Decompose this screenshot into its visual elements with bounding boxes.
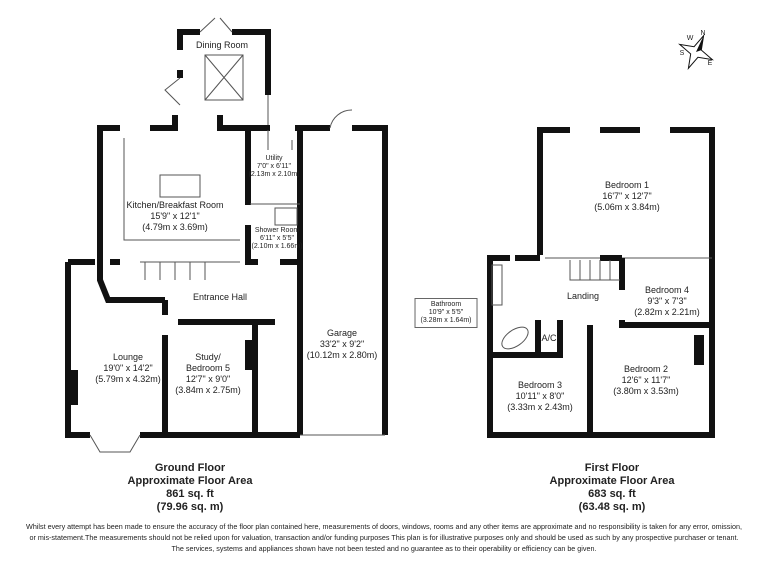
room-name: Bedroom 3 [517, 380, 563, 390]
roof-lantern [204, 54, 244, 101]
compass-e: E [707, 60, 713, 67]
room-kitchen: Kitchen/Breakfast Room 15'9" x 12'1" (4.… [126, 200, 223, 233]
compass-s: S [679, 50, 685, 57]
first-floor-plan [487, 127, 715, 438]
dining-bifold-doors [164, 17, 269, 125]
room-dining: Dining Room [195, 40, 249, 50]
disclaimer-line: Whilst every attempt has been made to en… [26, 522, 742, 531]
room-name: Bathroom [430, 301, 462, 308]
garage-door[interactable] [300, 109, 385, 436]
disclaimer: Whilst every attempt has been made to en… [0, 521, 768, 554]
kitchen-worktop [123, 138, 240, 241]
dining-room-walls [177, 29, 271, 95]
room-size-metric: (5.79m x 4.32m) [95, 374, 161, 384]
room-name: Bedroom 4 [644, 285, 690, 295]
roof-lantern-cross [204, 54, 244, 101]
room-garage: Garage 33'2" x 9'2" (10.12m x 2.80m) [307, 328, 378, 361]
room-size-imperial: 15'9" x 12'1" [150, 211, 200, 221]
room-size-metric: (2.13m x 2.10m) [248, 171, 300, 178]
room-name: Bedroom 1 [604, 180, 650, 190]
utility-walls [245, 125, 303, 265]
room-size-metric: (3.33m x 2.43m) [507, 402, 573, 412]
room-size-metric: (5.06m x 3.84m) [594, 202, 660, 212]
room-size-imperial: 7'0" x 6'11" [257, 163, 291, 170]
room-size-metric: (10.12m x 2.80m) [306, 350, 378, 360]
first-outer-walls [487, 127, 715, 438]
room-size-metric: (2.82m x 2.21m) [634, 307, 700, 317]
room-name: Lounge [112, 352, 144, 362]
kitchen-walls [97, 115, 251, 262]
garage-walls [297, 125, 388, 435]
room-shower: Shower Room 6'11" x 5'5" (2.10m x 1.66m) [252, 227, 303, 251]
room-study: Study/ Bedroom 5 12'7" x 9'0" (3.84m x 2… [175, 352, 241, 396]
room-bedroom-3: Bedroom 3 10'11" x 8'0" (3.33m x 2.43m) [507, 380, 573, 413]
room-size-imperial: 6'11" x 5'5" [260, 235, 294, 242]
room-lounge: Lounge 19'0" x 14'2" (5.79m x 4.32m) [95, 352, 161, 385]
floor-area-sqm: (63.48 sq. m) [578, 501, 646, 513]
floor-area-sqft: 683 sq. ft [588, 488, 636, 500]
room-size-metric: (2.10m x 1.66m) [251, 243, 303, 250]
staircase [140, 261, 240, 280]
room-name: Shower Room [254, 227, 300, 234]
basins [491, 264, 503, 306]
floor-subtitle: Approximate Floor Area [549, 475, 675, 487]
room-utility: Utility 7'0" x 6'11" (2.13m x 2.10m) [249, 155, 300, 179]
room-name: Study/ [195, 352, 221, 362]
room-size-metric: (4.79m x 3.69m) [142, 222, 208, 232]
compass-rose [678, 34, 714, 70]
floor-title: First Floor [584, 462, 640, 474]
room-name: Bedroom 2 [623, 364, 669, 374]
room-size-imperial: 16'7" x 12'7" [602, 191, 652, 201]
room-ac: A/C [541, 333, 557, 343]
disclaimer-line: or mis-statement.The measurements should… [29, 533, 739, 542]
room-size-imperial: 33'2" x 9'2" [319, 339, 365, 349]
compass-w: W [686, 35, 694, 42]
study-fireplace [245, 340, 253, 370]
floor-subtitle: Approximate Floor Area [127, 475, 253, 487]
room-entrance-hall: Entrance Hall [192, 292, 248, 302]
lounge-fireplace [70, 370, 78, 405]
room-size-imperial: 12'7" x 9'0" [185, 374, 231, 384]
room-size-metric: (3.28m x 1.64m) [420, 317, 472, 324]
utility-partition [250, 130, 300, 205]
compass-n: N [700, 30, 706, 37]
room-size-metric: (3.84m x 2.75m) [175, 385, 241, 395]
room-bedroom-4: Bedroom 4 9'3" x 7'3" (2.82m x 2.21m) [634, 285, 700, 318]
lounge-bay-window [89, 434, 141, 453]
room-size-imperial: 12'6" x 11'7" [621, 375, 671, 385]
shower-tray [274, 207, 298, 226]
room-name: Garage [326, 328, 358, 338]
ground-floor-plan [65, 17, 388, 453]
ground-walls [65, 259, 300, 438]
bathtub [501, 326, 529, 350]
room-bedroom-2: Bedroom 2 12'6" x 11'7" (3.80m x 3.53m) [613, 364, 679, 397]
floor-title: Ground Floor [154, 462, 226, 474]
room-name: Utility [265, 155, 283, 162]
floor-area-sqm: (79.96 sq. m) [156, 501, 224, 513]
room-name: Kitchen/Breakfast Room [126, 200, 224, 210]
first-inner-walls [490, 255, 712, 435]
disclaimer-line: The services, systems and appliances sho… [171, 544, 597, 553]
landing-stairs [569, 260, 620, 281]
floor-area-sqft: 861 sq. ft [166, 488, 214, 500]
room-bedroom-1: Bedroom 1 16'7" x 12'7" (5.06m x 3.84m) [594, 180, 660, 213]
ground-floor-caption: Ground Floor Approximate Floor Area 861 … [128, 462, 253, 514]
first-floor-caption: First Floor Approximate Floor Area 683 s… [550, 462, 675, 514]
room-name-2: Bedroom 5 [185, 363, 231, 373]
room-size-imperial: 10'11" x 8'0" [515, 391, 565, 401]
room-size-imperial: 19'0" x 14'2" [103, 363, 153, 373]
room-size-imperial: 9'3" x 7'3" [647, 296, 687, 306]
room-size-imperial: 10'9" x 5'5" [428, 309, 464, 316]
kitchen-island [159, 174, 201, 198]
room-bathroom: Bathroom 10'9" x 5'5" (3.28m x 1.64m) [414, 298, 478, 328]
room-landing: Landing [566, 291, 600, 301]
bedroom2-chimney [694, 335, 704, 365]
room-size-metric: (3.80m x 3.53m) [613, 386, 679, 396]
